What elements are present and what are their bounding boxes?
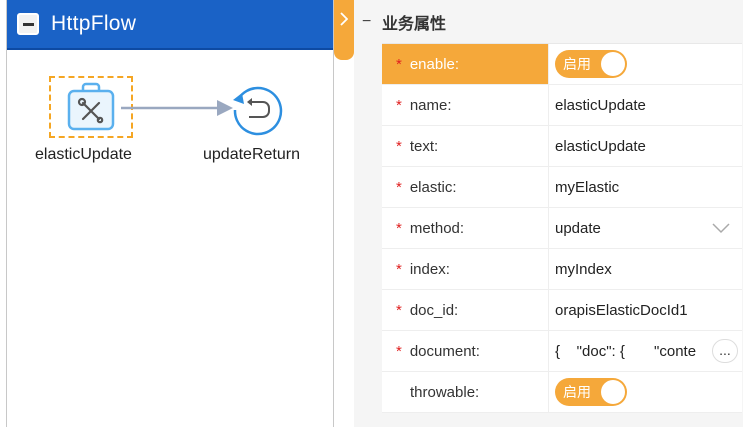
properties-panel: − 业务属性 * enable: 启用 * name: elasticUpdat… bbox=[354, 0, 743, 427]
return-arrow-icon[interactable] bbox=[229, 80, 287, 138]
prop-row-document[interactable]: * document: { "doc": { "conte ... bbox=[382, 331, 742, 372]
required-mark: * bbox=[396, 55, 402, 73]
toggle-knob bbox=[601, 380, 625, 404]
prop-row-throwable[interactable]: throwable: 启用 bbox=[382, 372, 742, 413]
prop-row-enable[interactable]: * enable: 启用 bbox=[382, 44, 742, 85]
prop-key: * enable: bbox=[382, 44, 548, 84]
toggle-knob bbox=[601, 52, 625, 76]
prop-key: * doc_id: bbox=[382, 290, 548, 330]
flow-canvas[interactable]: HttpFlow elasticUpdate updateReturn bbox=[6, 0, 334, 427]
prop-key-label: text: bbox=[409, 137, 439, 155]
prop-key-label: method: bbox=[409, 219, 465, 237]
node-label-update-return: updateReturn bbox=[203, 146, 300, 163]
prop-row-index[interactable]: * index: myIndex bbox=[382, 249, 742, 290]
toggle-label: 启用 bbox=[563, 384, 591, 400]
tools-bag-icon bbox=[67, 82, 115, 131]
required-mark: * bbox=[396, 178, 402, 196]
prop-key-label: document: bbox=[409, 342, 480, 360]
required-mark: * bbox=[396, 219, 402, 237]
prop-row-text[interactable]: * text: elasticUpdate bbox=[382, 126, 742, 167]
prop-key: * text: bbox=[382, 126, 548, 166]
method-select-value: update bbox=[555, 219, 601, 237]
prop-key-label: name: bbox=[409, 96, 452, 114]
prop-key: * name: bbox=[382, 85, 548, 125]
prop-key-label: elastic: bbox=[409, 178, 457, 196]
prop-key: * elastic: bbox=[382, 167, 548, 207]
panel-toggle-tab[interactable] bbox=[334, 0, 354, 60]
throwable-toggle[interactable]: 启用 bbox=[555, 378, 627, 406]
prop-key-label: throwable: bbox=[410, 383, 480, 401]
chevron-right-icon bbox=[340, 12, 348, 26]
elastic-field[interactable]: myElastic bbox=[548, 167, 742, 207]
doc-id-field[interactable]: orapisElasticDocId1 bbox=[548, 290, 742, 330]
more-button[interactable]: ... bbox=[712, 339, 738, 363]
flow-node-elastic-update[interactable] bbox=[49, 76, 133, 138]
prop-key-label: doc_id: bbox=[409, 301, 459, 319]
prop-row-method[interactable]: * method: update bbox=[382, 208, 742, 249]
required-mark: * bbox=[396, 342, 402, 360]
text-field[interactable]: elasticUpdate bbox=[548, 126, 742, 166]
prop-key-label: enable: bbox=[409, 55, 460, 73]
flow-connector-arrow bbox=[121, 100, 233, 116]
flow-header: HttpFlow bbox=[7, 0, 333, 50]
required-mark: * bbox=[396, 260, 402, 278]
properties-table: * enable: 启用 * name: elasticUpdate * tex… bbox=[382, 43, 742, 413]
prop-key: throwable: bbox=[382, 372, 548, 412]
section-title: 业务属性 bbox=[382, 16, 447, 33]
document-field[interactable]: { "doc": { "conte ... bbox=[548, 331, 742, 371]
document-value: { "doc": { "conte bbox=[555, 342, 697, 360]
flow-title: HttpFlow bbox=[51, 12, 137, 35]
prop-value: 启用 bbox=[548, 44, 742, 84]
method-select[interactable]: update bbox=[548, 208, 742, 248]
collapse-icon[interactable] bbox=[17, 13, 39, 35]
prop-key: * index: bbox=[382, 249, 548, 289]
name-field[interactable]: elasticUpdate bbox=[548, 85, 742, 125]
prop-key: * document: bbox=[382, 331, 548, 371]
prop-key-label: index: bbox=[409, 260, 450, 278]
node-label-elastic-update: elasticUpdate bbox=[35, 146, 132, 163]
required-mark: * bbox=[396, 137, 402, 155]
section-collapse-icon[interactable]: − bbox=[362, 13, 372, 30]
enable-toggle[interactable]: 启用 bbox=[555, 50, 627, 78]
section-header: − 业务属性 bbox=[362, 10, 446, 34]
prop-value: 启用 bbox=[548, 372, 742, 412]
prop-row-elastic[interactable]: * elastic: myElastic bbox=[382, 167, 742, 208]
required-mark: * bbox=[396, 301, 402, 319]
chevron-down-icon[interactable] bbox=[712, 222, 730, 234]
required-mark: * bbox=[396, 96, 402, 114]
prop-key: * method: bbox=[382, 208, 548, 248]
prop-row-doc-id[interactable]: * doc_id: orapisElasticDocId1 bbox=[382, 290, 742, 331]
toggle-label: 启用 bbox=[563, 56, 591, 72]
index-field[interactable]: myIndex bbox=[548, 249, 742, 289]
prop-row-name[interactable]: * name: elasticUpdate bbox=[382, 85, 742, 126]
